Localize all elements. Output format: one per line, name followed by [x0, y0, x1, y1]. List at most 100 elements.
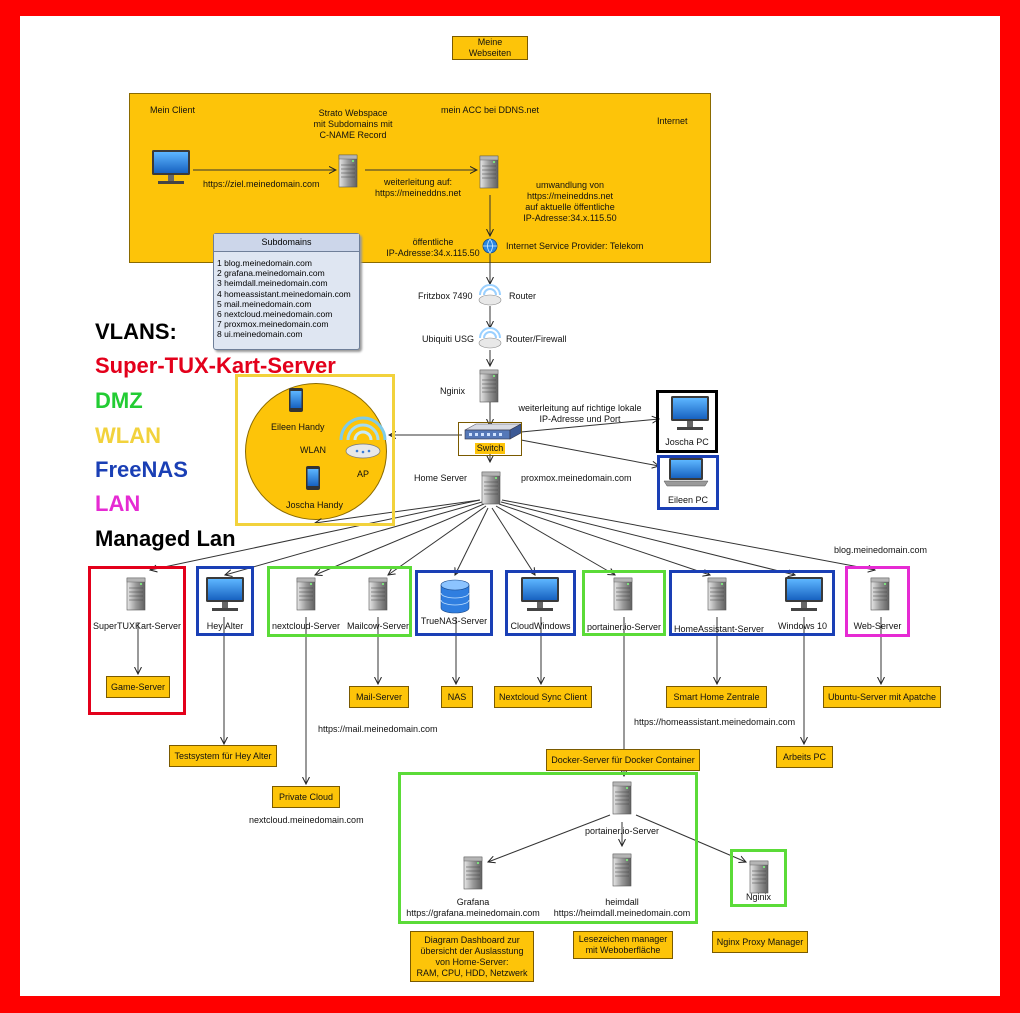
- nextcloud-server-label: nextcloud-Server: [271, 621, 341, 631]
- stk-server-label: SuperTUXKart-Server: [92, 621, 182, 631]
- isp-label: Internet Service Provider: Telekom: [506, 241, 644, 251]
- mailcow-server-label: Mailcow-Server: [346, 621, 409, 631]
- nginx-label: Nginix: [440, 386, 466, 396]
- windows10-label: Windows 10: [777, 621, 828, 631]
- testsystem-box: Testsystem für Hey Alter: [169, 745, 277, 767]
- nas-box: NAS: [441, 686, 473, 708]
- title-text: Meine Webseiten: [468, 37, 512, 58]
- heimdall-text: heimdall https://heimdall.meinedomain.co…: [553, 897, 691, 918]
- docker-server-text: Docker-Server für Docker Container: [551, 754, 695, 765]
- vlan-legend-item: WLAN: [95, 423, 161, 448]
- fritzbox-label: Fritzbox 7490: [418, 291, 473, 301]
- nginx-desc-box: Nginx Proxy Manager: [712, 931, 808, 953]
- vlan-legend-item: Super-TUX-Kart-Server: [95, 353, 336, 378]
- smart-home-text: Smart Home Zentrale: [673, 691, 760, 702]
- strato-text: Strato Webspace mit Subdomains mit C-NAM…: [313, 108, 393, 140]
- arbeits-pc-text: Arbeits PC: [782, 751, 826, 762]
- firewall-label: Router/Firewall: [506, 334, 567, 344]
- nextcloud-sync-text: Nextcloud Sync Client: [498, 691, 588, 702]
- heyalter-label: Hey Alter: [206, 621, 244, 631]
- truenas-server-label: TrueNAS-Server: [420, 616, 488, 626]
- mail-server-text: Mail-Server: [355, 691, 402, 702]
- eileen-pc-label: Eileen PC: [667, 495, 709, 505]
- forward-label: weiterleitung auf: https://meineddns.net: [363, 177, 473, 199]
- vlan-legend-title: VLANS:: [95, 319, 177, 344]
- cloudwindows-frame: [505, 570, 576, 636]
- game-server-text: Game-Server: [110, 681, 165, 692]
- usg-label: Ubiquiti USG: [422, 334, 475, 344]
- strato-server-icon: [338, 154, 358, 188]
- freenas-frame-2: [669, 570, 835, 636]
- truenas-frame: [415, 570, 493, 636]
- portainer-server-label: portainer.io-Server: [586, 622, 662, 632]
- usg-router-icon: [478, 327, 502, 349]
- heyalter-frame: [196, 566, 254, 636]
- ap-label: AP: [357, 469, 370, 479]
- private-cloud-box: Private Cloud: [272, 786, 340, 808]
- vlan-legend-item: FreeNAS: [95, 457, 188, 482]
- nginx-desc-text: Nginx Proxy Manager: [716, 936, 804, 947]
- wlan-label: WLAN: [300, 445, 327, 455]
- subdomains-panel: Subdomains 1 blog.meinedomain.com 2 graf…: [213, 233, 360, 350]
- subdomain-item: 3 heimdall.meinedomain.com: [217, 278, 328, 289]
- arbeits-pc-box: Arbeits PC: [776, 746, 833, 768]
- subdomain-item: 7 proxmox.meinedomain.com: [217, 319, 329, 330]
- private-cloud-text: Private Cloud: [278, 791, 334, 802]
- nas-text: NAS: [447, 691, 467, 702]
- subdomain-item: 2 grafana.meinedomain.com: [217, 268, 325, 279]
- convert-label: umwandlung von https://meineddns.net auf…: [510, 180, 630, 224]
- eileen-pc-frame: [657, 455, 719, 510]
- heimdall-desc-box: Lesezeichen manager mit Weboberfläche: [573, 931, 673, 959]
- subdomain-item: 5 mail.meinedomain.com: [217, 298, 312, 309]
- home-server-label: Home Server: [414, 473, 468, 483]
- blog-url-label: blog.meinedomain.com: [834, 545, 928, 555]
- forward-local-label: weiterleitung auf richtige lokale IP-Adr…: [510, 403, 650, 425]
- public-ip-label: öffentliche IP-Adresse:34.x.115.50: [383, 237, 483, 259]
- docker-frame: [398, 772, 698, 924]
- switch-box: Switch: [458, 422, 522, 456]
- nextcloud-url-label: nextcloud.meinedomain.com: [249, 815, 364, 825]
- stk-frame: [88, 566, 186, 715]
- docker-nginx-label: Nginix: [745, 892, 771, 902]
- joscha-pc-label: Joscha PC: [665, 437, 709, 447]
- testsystem-text: Testsystem für Hey Alter: [174, 750, 272, 761]
- forward-text: weiterleitung auf: https://meineddns.net: [374, 177, 462, 198]
- game-server-box: Game-Server: [106, 676, 170, 698]
- strato-label: Strato Webspace mit Subdomains mit C-NAM…: [298, 108, 408, 141]
- joscha-pc-frame: [656, 390, 718, 453]
- vlan-legend-item: Managed Lan: [95, 526, 236, 551]
- ubuntu-server-text: Ubuntu-Server mit Apatche: [827, 691, 937, 702]
- public-ip-text: öffentliche IP-Adresse:34.x.115.50: [386, 237, 480, 258]
- client-url: https://ziel.meinedomain.com: [203, 179, 320, 189]
- home-server-icon: [481, 471, 501, 505]
- subdomain-item: 8 ui.meinedomain.com: [217, 329, 303, 340]
- grafana-text: Grafana https://grafana.meinedomain.com: [406, 897, 540, 918]
- mail-url-label: https://mail.meinedomain.com: [318, 724, 438, 734]
- docker-portainer-label: portainer.io-Server: [584, 826, 660, 836]
- proxmox-label: proxmox.meinedomain.com: [521, 473, 632, 483]
- nginx-docker-frame: [730, 849, 787, 907]
- access-point-icon: [339, 416, 387, 459]
- smart-home-box: Smart Home Zentrale: [666, 686, 767, 708]
- ddns-server-icon: [479, 155, 499, 189]
- heimdall-desc-text: Lesezeichen manager mit Weboberfläche: [578, 934, 668, 955]
- nginx-server-icon: [479, 369, 499, 403]
- subdomains-title: Subdomains: [214, 234, 359, 252]
- cloudwindows-label: CloudWindows: [510, 621, 571, 631]
- truenas-database-icon: [440, 579, 470, 614]
- client-label: Mein Client: [150, 105, 196, 115]
- homeassistant-server-label: HomeAssistant-Server: [673, 624, 765, 634]
- dmz-frame-1: [267, 566, 412, 637]
- client-pc-icon: [152, 150, 190, 184]
- docker-server-box: Docker-Server für Docker Container: [546, 749, 700, 771]
- internet-label: Internet: [657, 116, 688, 126]
- grafana-desc-text: Diagram Dashboard zur übersicht der Ausl…: [416, 934, 528, 978]
- globe-icon: [482, 238, 498, 254]
- wlan-frame: [235, 374, 395, 526]
- grafana-desc-box: Diagram Dashboard zur übersicht der Ausl…: [410, 931, 534, 982]
- switch-text: Switch: [474, 443, 506, 454]
- portainer-frame: [582, 570, 666, 636]
- convert-text: umwandlung von https://meineddns.net auf…: [523, 180, 617, 223]
- subdomain-item: 6 nextcloud.meinedomain.com: [217, 309, 333, 320]
